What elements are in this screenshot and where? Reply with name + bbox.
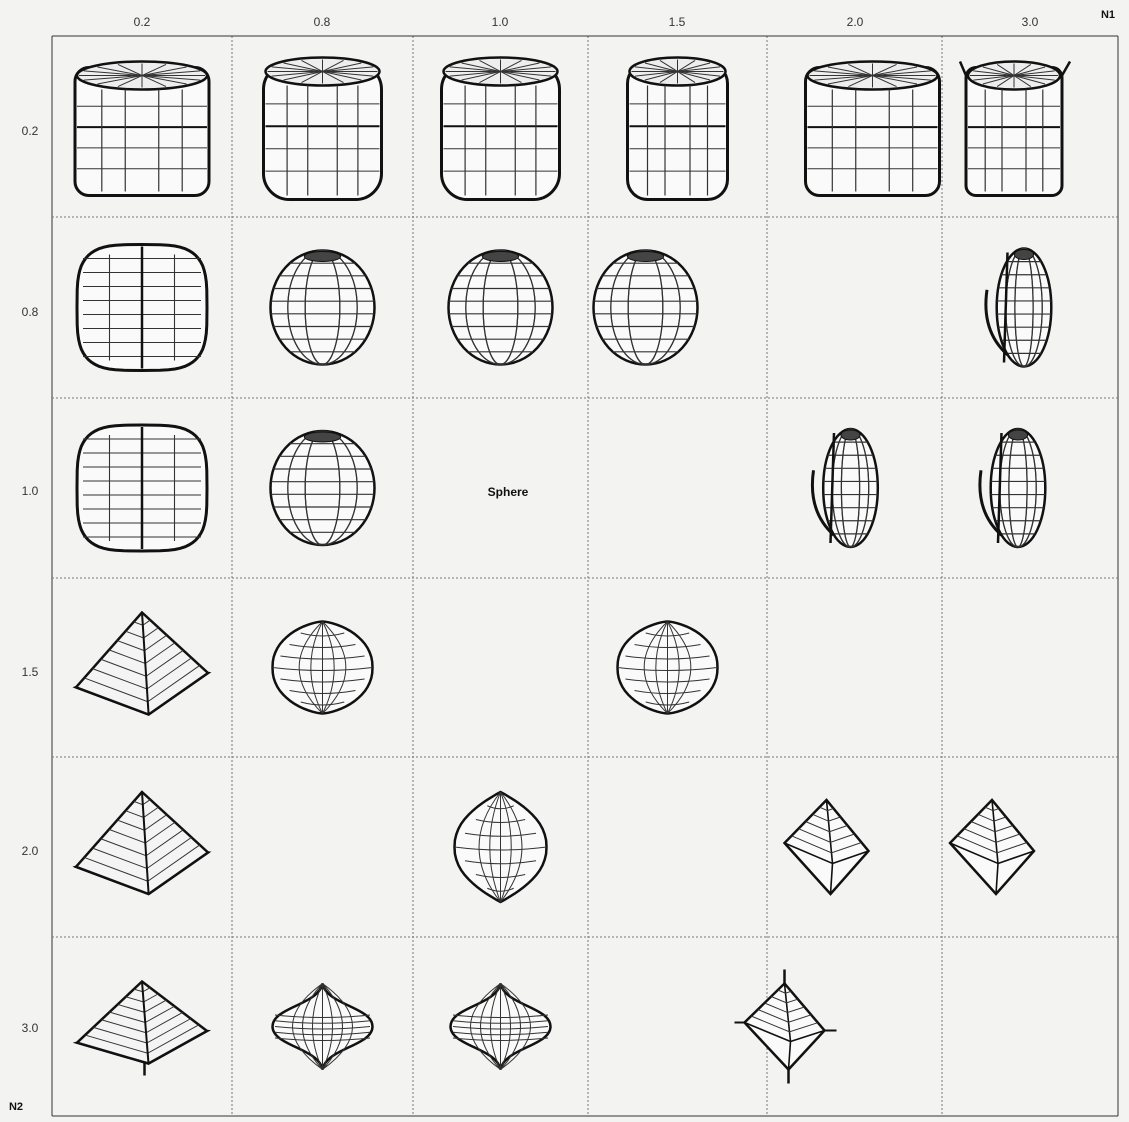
n1-label-3: 1.5 [669, 15, 686, 29]
n1-label-4: 2.0 [847, 15, 864, 29]
n1-label-0: 0.2 [134, 15, 151, 29]
shape-spindle [451, 984, 551, 1070]
n2-value-labels: 0.2 0.8 1.0 1.5 2.0 3.0 [22, 124, 39, 1035]
shape-bicone-round [618, 622, 718, 714]
n1-label-2: 1.0 [492, 15, 509, 29]
shape-ball [449, 251, 553, 365]
n2-label-4: 2.0 [22, 844, 39, 858]
shape-bicone [455, 792, 547, 902]
shape-spindle [273, 984, 373, 1070]
shape-box-cube [75, 62, 209, 196]
shape-pyramid-flat [76, 613, 208, 715]
n2-label-5: 3.0 [22, 1021, 39, 1035]
n2-label-2: 1.0 [22, 484, 39, 498]
shape-cylinder [442, 58, 560, 200]
shape-box-star [960, 62, 1070, 196]
shape-box-rounded [628, 58, 728, 200]
n1-label-1: 0.8 [314, 15, 331, 29]
shape-bicone-round [273, 622, 373, 714]
shape-ball [271, 251, 375, 365]
shape-octahedron [950, 800, 1034, 894]
n2-label-3: 1.5 [22, 665, 39, 679]
shape-box-cube [806, 62, 940, 196]
n1-label-5: 3.0 [1022, 15, 1039, 29]
n1-value-labels: 0.2 0.8 1.0 1.5 2.0 3.0 [134, 15, 1039, 29]
shape-cushion [77, 425, 207, 551]
n2-axis-name: N2 [9, 1101, 23, 1113]
n1-axis-name: N1 [1101, 9, 1115, 21]
n2-label-1: 0.8 [22, 305, 39, 319]
shape-cylinder [264, 58, 382, 200]
shape-glyphs [75, 58, 1070, 1084]
shape-spiked-octahedron [735, 970, 837, 1084]
shape-spiked-pyramid [77, 982, 207, 1076]
shape-pinched-ball [980, 429, 1045, 547]
grid-lines [52, 36, 1118, 1116]
n2-label-0: 0.2 [22, 124, 39, 138]
shape-octahedron [785, 800, 869, 894]
sphere-note: Sphere [488, 485, 529, 499]
shape-ball [271, 431, 375, 545]
shape-pinched-ball [986, 249, 1051, 367]
shape-pinched-ball [812, 429, 877, 547]
shape-pyramid-flat [76, 792, 208, 894]
shape-ball [594, 251, 698, 365]
shape-cushion [77, 245, 207, 371]
